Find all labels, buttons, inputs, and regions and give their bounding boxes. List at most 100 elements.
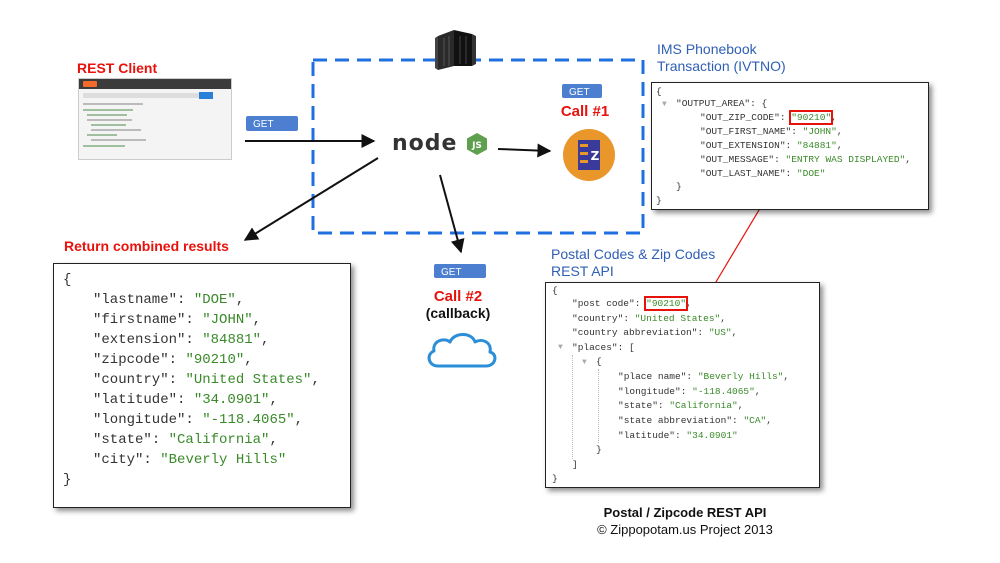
json-value: "Beverly Hills" xyxy=(697,371,784,382)
json-key: "OUT_EXTENSION" xyxy=(700,140,786,151)
client-line xyxy=(87,134,117,136)
ims-title-line1: IMS Phonebook xyxy=(657,41,757,57)
place-close-brace: } xyxy=(596,444,602,455)
client-line xyxy=(83,103,143,105)
json-close-brace: } xyxy=(63,472,72,488)
json-key: "latitude" xyxy=(93,392,178,408)
json-value: "CA" xyxy=(743,415,767,427)
ims-title: IMS Phonebook Transaction (IVTNO) xyxy=(657,41,786,75)
json-line: "latitude": "34.0901", xyxy=(93,392,278,408)
postal-title-line1: Postal Codes & Zip Codes xyxy=(551,246,716,262)
client-line xyxy=(83,145,125,147)
ims-close-brace: } xyxy=(656,195,662,206)
json-line: "city": "Beverly Hills" xyxy=(93,452,287,468)
json-open-brace: { xyxy=(63,272,72,288)
client-line xyxy=(91,129,141,131)
ims-open-brace: { xyxy=(656,86,662,97)
places-close-bracket: ] xyxy=(572,459,578,470)
json-line: "state": "California", xyxy=(618,400,744,412)
postal-post-code-line: "post code": "90210", xyxy=(572,296,692,311)
places-key: "places" xyxy=(572,342,618,353)
json-key: "state abbreviation" xyxy=(618,415,733,427)
client-url-bar xyxy=(83,93,213,98)
postal-close-brace: } xyxy=(552,473,558,484)
abbr-value: "US" xyxy=(708,327,732,338)
ims-output-json: {▼ "OUTPUT_AREA": {"OUT_ZIP_CODE": "90210… xyxy=(651,82,929,210)
nodejs-boundary-box xyxy=(311,58,645,235)
json-value: "90210" xyxy=(185,352,245,368)
post-code-value: "90210" xyxy=(644,296,689,311)
places-collapse-icon[interactable]: ▼ xyxy=(558,343,563,352)
json-value: "34.0901" xyxy=(686,429,738,441)
json-key: "extension" xyxy=(93,332,186,348)
json-line: "longitude": "-118.4065", xyxy=(618,385,761,397)
json-line: "zipcode": "90210", xyxy=(93,352,253,368)
json-key: "OUT_ZIP_CODE" xyxy=(700,112,780,123)
json-value: "DOE" xyxy=(796,168,826,179)
client-send-button xyxy=(199,92,213,99)
client-line xyxy=(87,119,132,121)
postal-title-line2: REST API xyxy=(551,263,614,279)
svg-text:Z: Z xyxy=(591,149,600,163)
ims-output-area: "OUTPUT_AREA": { xyxy=(676,98,768,109)
client-line xyxy=(87,114,127,116)
ims-collapse-icon[interactable]: ▼ xyxy=(662,100,667,109)
places-guide-line xyxy=(572,355,574,459)
json-line: "state abbreviation": "CA", xyxy=(618,415,772,427)
json-key: "state" xyxy=(618,400,658,412)
json-line: "place name": "Beverly Hills", xyxy=(618,371,790,382)
json-value: "ENTRY WAS DISPLAYED" xyxy=(785,154,906,165)
post-code-key: "post code" xyxy=(572,298,635,309)
footer-copyright: © Zippopotam.us Project 2013 xyxy=(597,522,773,537)
json-key: "city" xyxy=(93,452,144,468)
json-line: "OUT_EXTENSION": "84881", xyxy=(700,140,843,151)
ims-inner-close: } xyxy=(676,181,682,192)
json-key: "latitude" xyxy=(618,429,676,441)
postal-open-brace: { xyxy=(552,285,558,296)
json-key: "OUT_MESSAGE" xyxy=(700,154,775,165)
nodejs-logo-text: node xyxy=(392,131,458,156)
client-line xyxy=(91,139,146,141)
svg-text:JS: JS xyxy=(471,141,482,151)
json-line: "OUT_ZIP_CODE": "90210", xyxy=(700,110,837,125)
json-line: "extension": "84881", xyxy=(93,332,270,348)
json-key: "state" xyxy=(93,432,152,448)
place-collapse-icon[interactable]: ▼ xyxy=(582,358,587,367)
arrow-node-to-results xyxy=(243,157,379,241)
postal-places-line: "places": [ xyxy=(572,342,635,353)
json-key: "OUT_LAST_NAME" xyxy=(700,168,786,179)
place-open-brace: { xyxy=(596,356,602,367)
json-key: "longitude" xyxy=(93,412,186,428)
json-value: "DOE" xyxy=(193,292,236,308)
cloud-icon xyxy=(427,333,497,368)
rest-client-title: REST Client xyxy=(77,60,158,76)
json-key: "place name" xyxy=(618,371,687,382)
json-key: "country" xyxy=(93,372,169,388)
zos-connect-icon: Z xyxy=(563,129,615,181)
client-app-icon xyxy=(83,81,97,87)
json-value: "-118.4065" xyxy=(692,385,755,397)
call2-sublabel: (callback) xyxy=(425,305,491,321)
footer-title: Postal / Zipcode REST API xyxy=(603,505,767,520)
combined-results-json: {"lastname": "DOE","firstname": "JOHN","… xyxy=(53,263,351,508)
json-line: "OUT_LAST_NAME": "DOE" xyxy=(700,168,826,179)
json-value: "84881" xyxy=(796,140,837,151)
postal-title: Postal Codes & Zip Codes REST API xyxy=(551,246,715,280)
json-key: "longitude" xyxy=(618,385,681,397)
abbr-key: "country abbreviation" xyxy=(572,327,698,338)
postal-api-json: {"post code": "90210","country": "United… xyxy=(545,282,820,488)
country-key: "country" xyxy=(572,313,624,324)
arrow-node-to-cloud xyxy=(439,174,465,254)
get-badge-client: GET xyxy=(246,116,298,131)
nodejs-logo: node JS xyxy=(392,131,492,157)
json-line: "state": "California", xyxy=(93,432,278,448)
postal-abbr-line: "country abbreviation": "US", xyxy=(572,327,738,338)
json-key: "firstname" xyxy=(93,312,186,328)
json-value: "California" xyxy=(168,432,270,448)
call1-label: Call #1 xyxy=(560,103,610,120)
json-line: "OUT_MESSAGE": "ENTRY WAS DISPLAYED", xyxy=(700,154,911,165)
json-value: "United States" xyxy=(185,372,312,388)
client-line xyxy=(83,109,133,111)
json-key: "lastname" xyxy=(93,292,178,308)
